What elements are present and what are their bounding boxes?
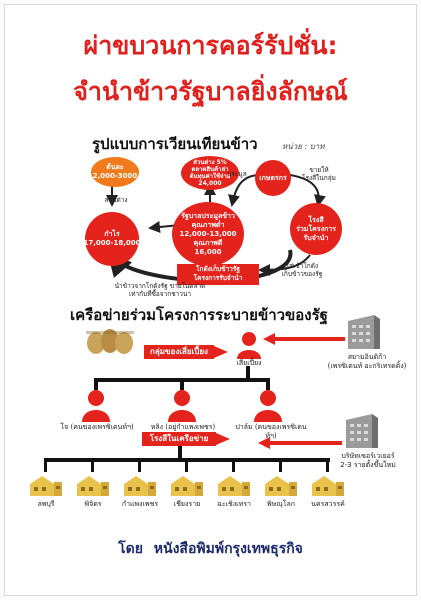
profit-text: กำไร 17,000-18,000 bbox=[83, 230, 141, 247]
arrow-top-icon bbox=[263, 333, 345, 345]
footer-source: หนังสือพิมพ์กรุงเทพธุรกิจ bbox=[153, 541, 303, 557]
province-label: พิษณุโลก bbox=[266, 500, 295, 508]
province-label: ลพบุรี bbox=[37, 500, 55, 508]
leader-label: เสี่ยเปี้ยง bbox=[236, 359, 262, 367]
store-label: ใส่เข้าโกดัง เก็บข้าวของรัฐ bbox=[281, 262, 323, 278]
unit-label: หน่วย : บาท bbox=[282, 142, 325, 151]
company-top-label: สยามอินดิก้า (เพรซิเดนท์ อะกริเทรดดิ้ง) bbox=[327, 353, 407, 370]
page-frame bbox=[4, 4, 417, 596]
agent-label: หลิง (อยู่กำแพงเพชร) bbox=[150, 423, 216, 431]
gap-top-circle: ส่วนต่าง 5% ตลาดสินค้าล่า ต้นทุนค่าใช้จ่… bbox=[181, 156, 239, 190]
rice-mill-icon bbox=[265, 476, 297, 496]
province-label: เชียงราย bbox=[173, 500, 201, 508]
province-label: กำแพงเพชร bbox=[121, 500, 159, 508]
province-label: ฉะเชิงเทรา bbox=[217, 500, 251, 508]
buy-label: ประมูล bbox=[227, 170, 247, 178]
sell-mill-label: ขายให้ โรงสีในกลุ่ม bbox=[302, 166, 336, 182]
province-label: นครสวรรค์ bbox=[311, 500, 345, 508]
profit-circle: กำไร 17,000-18,000 bbox=[83, 212, 141, 266]
arrow-bottom-icon bbox=[258, 437, 342, 449]
cost-circle: ต้นละ 2,000-3000 bbox=[91, 157, 139, 187]
building-bottom-icon bbox=[346, 414, 378, 448]
footer: โดย หนังสือพิมพ์กรุงเทพธุรกิจ bbox=[0, 538, 421, 560]
company-bottom-label: บริษัทเซอร์เวเยอร์ 2-3 รายตั้งขึ้นใหม่ bbox=[340, 452, 396, 469]
rice-sacks-icon bbox=[86, 329, 134, 354]
center-text: รัฐบาลประมูลข้าว คุณภาพต่ำ 12,000-13,000… bbox=[179, 211, 237, 256]
cycle-heading: รูปแบบการเวียนเทียนข้าว bbox=[92, 135, 258, 153]
leader-person-icon bbox=[237, 332, 261, 359]
agent-person-icon bbox=[254, 390, 282, 422]
bottom-note: นำข้าวจากโกดังรัฐ ขายในตลาด เท่ากับที่ซื… bbox=[114, 282, 206, 298]
rice-mill-icon bbox=[30, 476, 62, 496]
rice-mill-icon bbox=[312, 476, 344, 496]
rice-mill-icon bbox=[77, 476, 109, 496]
cost-text: ต้นละ 2,000-3000 bbox=[92, 163, 138, 180]
title-line-1: ผ่าขบวนการคอร์รัปชั่น: bbox=[83, 31, 338, 60]
mill-text: โรงสี ร่วมโครงการ รับจำนำ bbox=[296, 215, 336, 242]
agent-person-icon bbox=[82, 390, 110, 422]
building-top-icon bbox=[348, 315, 380, 349]
group-label-box: กลุ่มของเสี่ยเปี้ยง bbox=[144, 345, 214, 359]
mill-drop-lines bbox=[44, 460, 329, 472]
rice-mill-icon bbox=[218, 476, 250, 496]
farmer-circle: เกษตรกร bbox=[255, 160, 291, 196]
agent-label: โจ (คนของเพรซิเดนท์ฯ) bbox=[60, 423, 134, 431]
mills-arrow-icon bbox=[216, 433, 230, 445]
gap-top-text: ส่วนต่าง 5% ตลาดสินค้าล่า ต้นทุนค่าใช้จ่… bbox=[189, 159, 231, 187]
footer-by: โดย bbox=[118, 541, 143, 557]
agent-person-icon bbox=[168, 390, 196, 422]
rice-mill-icon bbox=[124, 476, 156, 496]
mills-label-box: โรงสีในเครือข่าย bbox=[142, 432, 216, 446]
network-heading: เครือข่ายร่วมโครงการระบายข้าวของรัฐ bbox=[70, 306, 328, 324]
gap-label: ส่วนต่าง bbox=[104, 196, 128, 204]
province-label: พิจิตร bbox=[84, 500, 102, 508]
farmer-text: เกษตรกร bbox=[259, 173, 287, 182]
rice-mill-icon bbox=[171, 476, 203, 496]
title-line-2: จำนำข้าวรัฐบาลยิ่งลักษณ์ bbox=[73, 77, 348, 106]
group-arrow-icon bbox=[214, 346, 228, 358]
warehouse-box: โกดังเก็บข้าวรัฐ โครงการรับจำนำ bbox=[177, 264, 259, 285]
mill-circle: โรงสี ร่วมโครงการ รับจำนำ bbox=[290, 203, 342, 255]
agent-label: ปาล์ม (คนของเพรซิเดนท์ฯ) bbox=[235, 423, 307, 440]
center-circle: รัฐบาลประมูลข้าว คุณภาพต่ำ 12,000-13,000… bbox=[172, 202, 244, 266]
